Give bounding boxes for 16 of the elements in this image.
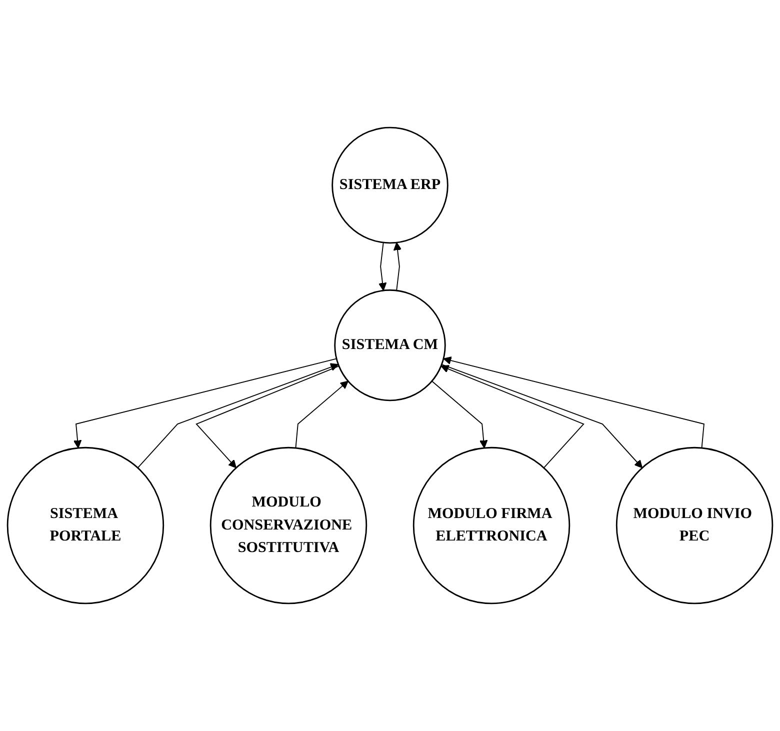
node-circle: MODULO FIRMA ELETTRONICA <box>412 446 570 604</box>
node-circle: MODULO INVIO PEC <box>616 446 774 604</box>
arrow <box>73 358 337 448</box>
node-circle: MODULO CONSERVAZIONE SOSTITUTIVA <box>210 446 368 604</box>
arrow <box>440 365 584 468</box>
arrow <box>431 380 488 448</box>
arrow <box>196 366 340 468</box>
arrow <box>137 363 339 468</box>
node-circle: SISTEMA CM <box>334 289 446 402</box>
arrow <box>443 356 704 448</box>
node-circle: SISTEMA ERP <box>332 126 448 244</box>
node-circle: SISTEMA PORTALE <box>6 446 164 604</box>
arrow <box>295 380 348 448</box>
arrow <box>378 242 387 291</box>
arrow <box>441 364 643 468</box>
arrow <box>393 242 402 291</box>
